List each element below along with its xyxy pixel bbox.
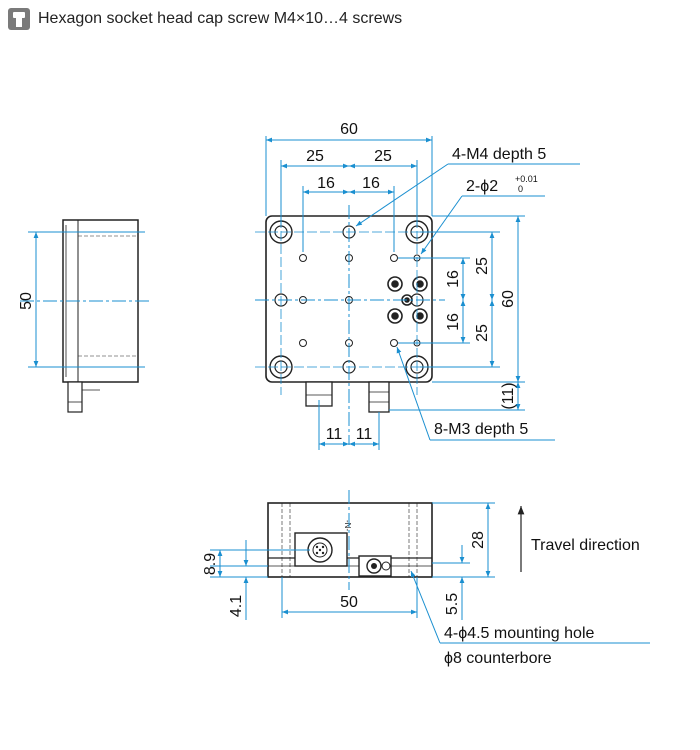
v-total-label: 60 — [500, 290, 517, 308]
dim-41-label: 4.1 — [228, 595, 245, 617]
note-m4-label: 4-M4 depth 5 — [452, 146, 546, 163]
bottom-left-label: 11 — [326, 426, 343, 443]
front-mark: -N- — [343, 520, 352, 531]
v-lower-label: 25 — [474, 324, 491, 342]
m3-hole — [299, 254, 398, 347]
top-connector-right — [368, 381, 390, 413]
pin-tol-upper: +0.01 — [515, 174, 538, 184]
bottom-right-label: 11 — [356, 426, 373, 443]
pin-tol-lower: 0 — [518, 184, 523, 194]
top-view: 60 25 25 16 16 4-M4 depth 5 2-ϕ2 +0.01 0… — [255, 121, 580, 450]
travel-direction-label: Travel direction — [531, 537, 640, 554]
screw-icon — [8, 8, 30, 30]
header-title: Hexagon socket head cap screw M4×10…4 sc… — [38, 10, 403, 27]
top-half-left-label: 25 — [306, 148, 324, 165]
header: Hexagon socket head cap screw M4×10…4 sc… — [8, 7, 402, 31]
note-m3-label: 8-M3 depth 5 — [434, 421, 528, 438]
mount-hole-label: 4-ϕ4.5 mounting hole — [444, 625, 594, 642]
counterbore-label: ϕ8 counterbore — [444, 650, 552, 667]
side-connector — [67, 381, 83, 413]
side-view: 50 — [18, 219, 150, 413]
v-upper-label: 25 — [474, 257, 491, 275]
mount-width-label: 50 — [340, 594, 358, 611]
v-offset-label: (11) — [500, 382, 517, 409]
top-inner-right-label: 16 — [362, 175, 380, 192]
side-height-label: 50 — [18, 292, 35, 310]
top-half-right-label: 25 — [374, 148, 392, 165]
v-inner-lower-label: 16 — [445, 313, 462, 331]
front-view: -N- 8.9 4.1 28 5.5 50 — [202, 490, 650, 667]
top-width-label: 60 — [340, 121, 358, 138]
cap-screw — [387, 276, 428, 324]
top-inner-left-label: 16 — [317, 175, 335, 192]
front-height-label: 28 — [470, 531, 487, 549]
v-inner-upper-label: 16 — [445, 270, 462, 288]
dim-89-label: 8.9 — [202, 553, 219, 575]
note-pin-label: 2-ϕ2 — [466, 178, 498, 195]
dim-55-label: 5.5 — [444, 593, 461, 615]
